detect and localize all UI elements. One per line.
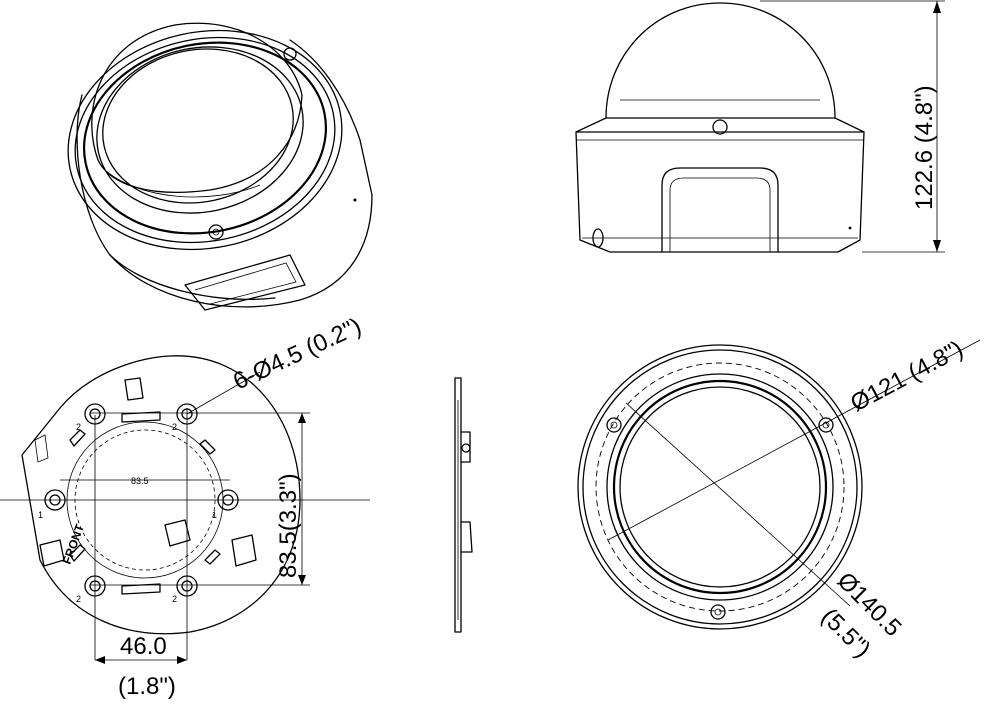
hole-mark: 2: [76, 422, 81, 432]
plate-side-profile: [454, 377, 473, 633]
bracket-height-label: 83.5(3.3"): [275, 473, 302, 578]
mounting-plate-view: [0, 355, 370, 664]
hole-spacing-label: 83.5: [131, 476, 149, 486]
camera-side-view: [575, 0, 945, 253]
hole-mark: 2: [172, 422, 177, 432]
camera-isometric-view: [67, 22, 373, 311]
camera-bottom-view: [577, 339, 981, 630]
height-dimension-label: 122.6 (4.8"): [911, 85, 938, 210]
bracket-width-in-label: (1.8"): [118, 673, 176, 700]
inner-diameter-label: Ø121 (4.8"): [846, 336, 967, 418]
hole-mark: 2: [172, 594, 177, 604]
front-label: FRONT: [60, 522, 88, 566]
bracket-width-mm-label: 46.0: [120, 633, 167, 660]
screw-hole-label: 6-Ø4.5 (0.2"): [229, 313, 365, 396]
hole-mark: 2: [76, 594, 81, 604]
hole-mark: 1: [212, 510, 217, 520]
hole-mark: 1: [38, 510, 43, 520]
